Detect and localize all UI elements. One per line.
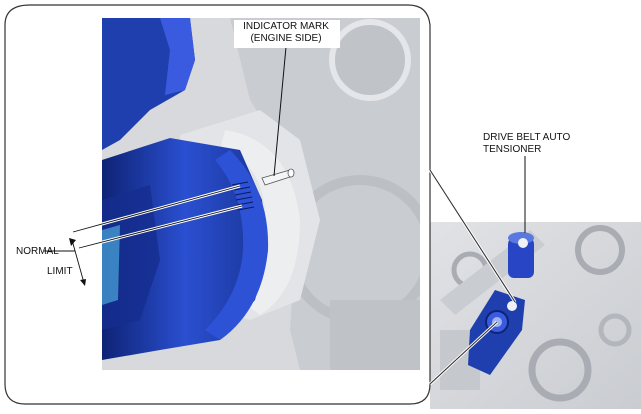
indicator-mark-pin	[261, 168, 295, 186]
engine-side-label: (ENGINE SIDE)	[250, 33, 322, 44]
drive-belt-auto-label: DRIVE BELT AUTO	[483, 132, 571, 143]
indicator-leader-line	[273, 46, 287, 177]
limit-label: LIMIT	[47, 266, 73, 277]
range-arrow	[69, 238, 86, 286]
detail-view	[4, 4, 431, 405]
tensioner-label: TENSIONER	[483, 144, 542, 155]
indicator-mark-label: INDICATOR MARK	[243, 21, 329, 32]
limit-leader-line	[78, 205, 243, 249]
callout-connector	[428, 169, 517, 386]
normal-leader-line	[72, 185, 241, 233]
engine-overview-illustration	[430, 222, 641, 409]
normal-label: NORMAL	[16, 246, 59, 257]
